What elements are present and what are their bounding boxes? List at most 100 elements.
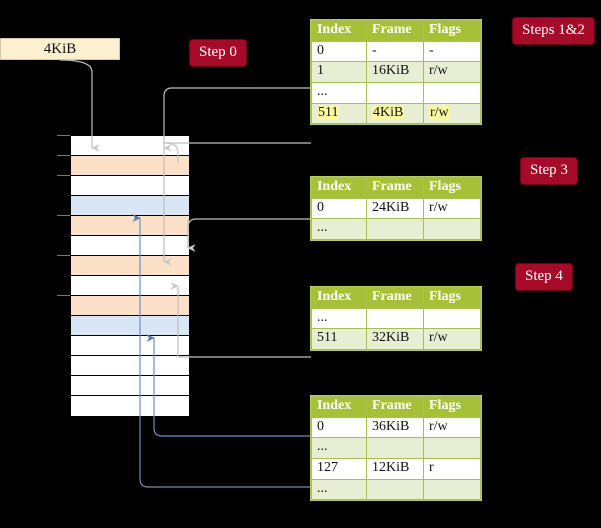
column-header-index: Index xyxy=(311,396,367,418)
memory-frame-row xyxy=(71,396,189,416)
cell-frame: 32KiB xyxy=(366,328,424,351)
column-header-flags: Flags xyxy=(423,396,481,418)
table-header-row: Index Frame Flags xyxy=(311,20,481,42)
cell-frame: 36KiB xyxy=(366,416,424,439)
column-header-frame: Frame xyxy=(366,177,424,199)
cell-flags: r/w xyxy=(423,197,481,220)
memory-frame-row xyxy=(71,336,189,356)
column-header-flags: Flags xyxy=(423,20,481,42)
cell-flags xyxy=(423,82,481,104)
cell-index: 511 xyxy=(311,102,367,125)
table-row: ... xyxy=(311,478,481,501)
cell-index: 127 xyxy=(311,458,367,480)
memory-frame-row xyxy=(71,176,189,196)
step-0-label: Step 0 xyxy=(190,40,246,66)
table-header-row: Index Frame Flags xyxy=(311,177,481,199)
step-4-label: Step 4 xyxy=(516,264,572,290)
steps-1-2-label: Steps 1&2 xyxy=(513,18,594,44)
cell-flags: - xyxy=(423,40,481,63)
table-header-row: Index Frame Flags xyxy=(311,287,481,309)
memory-tick xyxy=(57,135,70,136)
cell-flags xyxy=(423,437,481,460)
cell-index: 1 xyxy=(311,61,367,84)
memory-tick xyxy=(57,215,70,216)
cell-index: ... xyxy=(311,437,367,460)
page-frame-box: 4KiB xyxy=(0,38,120,60)
column-header-frame: Frame xyxy=(366,396,424,418)
memory-frame-row xyxy=(71,196,189,216)
cell-frame xyxy=(366,478,424,501)
step-3-label: Step 3 xyxy=(521,158,577,184)
memory-tick xyxy=(57,255,70,256)
page-frame-label: 4KiB xyxy=(43,40,77,57)
cell-flags: r/w xyxy=(423,102,481,125)
column-header-flags: Flags xyxy=(423,177,481,199)
table-row: 0-- xyxy=(311,40,481,63)
table-row: ... xyxy=(311,82,481,104)
column-header-frame: Frame xyxy=(366,20,424,42)
cell-index: 511 xyxy=(311,328,367,351)
column-header-index: Index xyxy=(311,20,367,42)
column-header-index: Index xyxy=(311,177,367,199)
table-header-row: Index Frame Flags xyxy=(311,396,481,418)
cell-flags: r/w xyxy=(423,61,481,84)
memory-frame-row xyxy=(71,276,189,296)
physical-memory-column xyxy=(70,135,190,416)
cell-frame: 12KiB xyxy=(366,458,424,480)
memory-frame-row xyxy=(71,136,189,156)
memory-frame-row xyxy=(71,256,189,276)
memory-tick xyxy=(57,155,70,156)
cell-flags xyxy=(423,218,481,241)
memory-frame-row xyxy=(71,236,189,256)
memory-frame-row xyxy=(71,296,189,316)
memory-tick xyxy=(57,175,70,176)
cell-frame: - xyxy=(366,40,424,63)
memory-frame-row xyxy=(71,316,189,336)
wire-step3-in xyxy=(187,218,311,252)
memory-frame-row xyxy=(71,356,189,376)
cell-index: ... xyxy=(311,307,367,330)
cell-frame xyxy=(366,82,424,104)
cell-frame xyxy=(366,437,424,460)
memory-frame-row xyxy=(71,376,189,396)
cell-flags: r/w xyxy=(423,416,481,439)
cell-frame: 4KiB xyxy=(366,102,424,125)
cell-frame xyxy=(366,307,424,330)
column-header-flags: Flags xyxy=(423,287,481,309)
cell-frame xyxy=(366,218,424,241)
cell-flags xyxy=(423,307,481,330)
table-row: ... xyxy=(311,437,481,460)
cell-index: 0 xyxy=(311,197,367,220)
cell-index: ... xyxy=(311,218,367,241)
table-row: ... xyxy=(311,218,481,241)
memory-frame-row xyxy=(71,216,189,236)
table-row: ... xyxy=(311,307,481,330)
cell-index: 0 xyxy=(311,416,367,439)
cell-frame: 24KiB xyxy=(366,197,424,220)
cell-flags: r/w xyxy=(423,328,481,351)
memory-tick xyxy=(57,295,70,296)
cell-frame: 16KiB xyxy=(366,61,424,84)
column-header-frame: Frame xyxy=(366,287,424,309)
column-header-index: Index xyxy=(311,287,367,309)
cell-index: ... xyxy=(311,82,367,104)
cell-index: 0 xyxy=(311,40,367,63)
memory-frame-row xyxy=(71,156,189,176)
cell-flags xyxy=(423,478,481,501)
cell-flags: r xyxy=(423,458,481,480)
